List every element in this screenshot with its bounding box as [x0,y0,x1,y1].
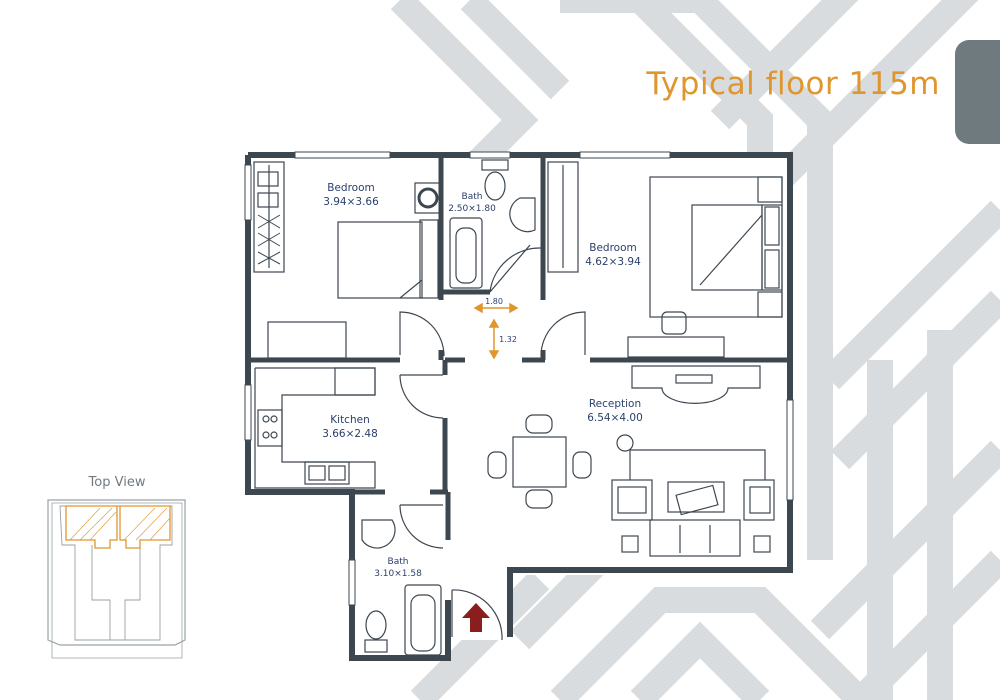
reception-name: Reception [589,398,641,410]
bath-2-size: 3.10×1.58 [374,569,422,579]
kitchen-size: 3.66×2.48 [322,428,378,440]
corridor-width-label: 1.80 [485,297,503,306]
reception-furniture [487,365,775,557]
bath-2-name: Bath [388,557,409,567]
kitchen-furniture [254,367,376,489]
corridor-depth-label: 1.32 [499,335,517,344]
bath-1-name: Bath [462,192,483,202]
room-labels: Bedroom 3.94×3.66 Bath 2.50×1.80 Bedroom… [322,182,643,579]
bedroom-1-name: Bedroom [327,182,375,194]
bedroom-2-name: Bedroom [589,242,637,254]
floor-fill [248,155,790,660]
kitchen-name: Kitchen [330,414,369,426]
bedroom-2-size: 4.62×3.94 [585,256,641,268]
reception-size: 6.54×4.00 [587,412,643,424]
bath-1-fixtures [449,159,536,289]
bedroom-1-size: 3.94×3.66 [323,196,379,208]
top-view-label: Top View [88,475,146,490]
top-view-highlight [65,505,171,549]
side-tab[interactable] [955,40,1000,144]
interior-walls [248,155,790,540]
entrance-arrow-icon [462,603,490,632]
bedroom-1-furniture [253,161,441,359]
page-title: Typical floor 115m [646,66,940,102]
bath-2-fixtures [361,519,442,656]
bedroom-2-furniture [547,161,783,358]
dimension-markers [473,302,519,360]
doors [399,244,586,641]
bath-1-size: 2.50×1.80 [448,204,496,214]
windows [244,151,794,606]
